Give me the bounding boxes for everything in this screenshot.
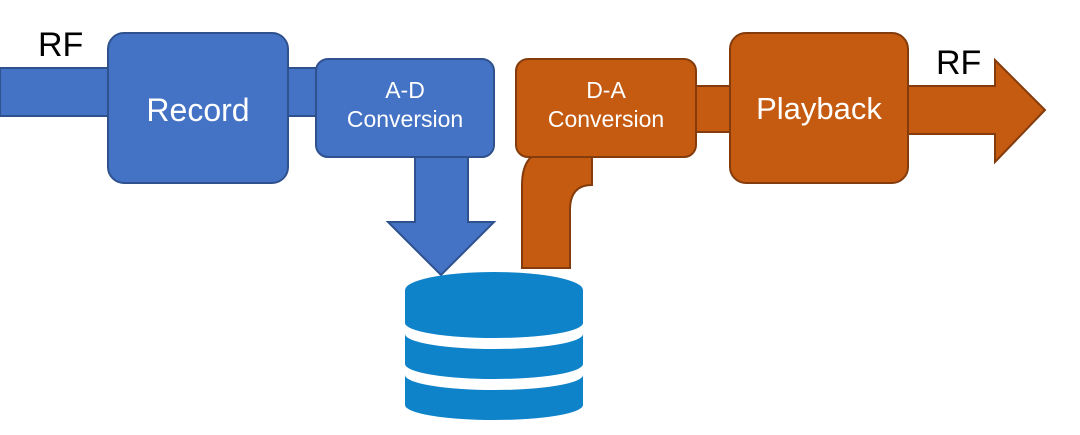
rf-output-label: RF: [936, 44, 981, 82]
ad-conversion-label-line1: A-D: [385, 77, 425, 103]
record-box: [107, 32, 289, 184]
da-conversion-label-line1: D-A: [586, 77, 626, 103]
database-top: [405, 272, 583, 308]
ad-to-storage-arrow: [385, 149, 497, 277]
playback-label: Playback: [756, 91, 882, 126]
playback-box: [729, 32, 909, 184]
rf-output-arrow: [899, 57, 1047, 165]
database-band-3-bottom: [405, 390, 583, 420]
storage-to-da-elbow: [521, 149, 593, 269]
ad-conversion-label-line2: Conversion: [347, 106, 463, 132]
database-band-2-bottom: [405, 349, 583, 379]
da-conversion-label-line2: Conversion: [548, 106, 664, 132]
database-band-1-bottom: [405, 308, 583, 338]
database-icon: [405, 272, 583, 420]
rf-input-line: [0, 67, 121, 117]
rf-input-label: RF: [38, 26, 83, 64]
record-label: Record: [146, 92, 249, 128]
da-conversion-box: [515, 58, 697, 158]
ad-conversion-box: [315, 58, 495, 158]
